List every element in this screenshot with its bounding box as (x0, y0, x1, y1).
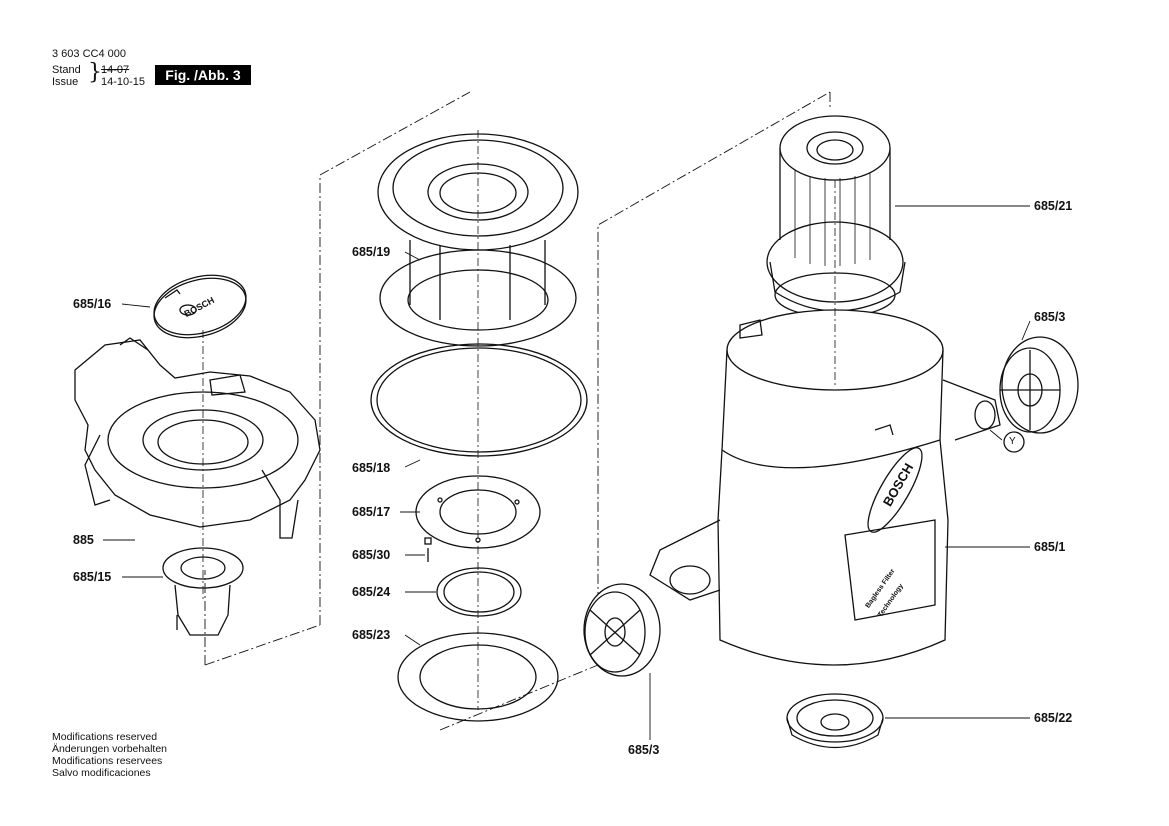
wheel-bottom-part (583, 583, 661, 677)
footer-line: Modifications reservees (52, 755, 163, 767)
assembly-boundary-right (439, 91, 831, 731)
base-cap-part (786, 693, 884, 749)
label-685-23: 685/23 (352, 628, 391, 642)
assembly-boundary-left (204, 91, 471, 666)
brace-glyph: } (88, 60, 102, 85)
label-685-15: 685/15 (73, 570, 112, 584)
footer-line: Salvo modificaciones (52, 767, 151, 779)
label-685-22: 685/22 (1034, 711, 1073, 725)
leader-lines (103, 205, 1031, 740)
label-685-30: 685/30 (352, 548, 391, 562)
axis-lines (202, 130, 836, 710)
label-685-21: 685/21 (1034, 199, 1073, 213)
label-685-3-right: 685/3 (1034, 310, 1066, 324)
stand-date: 14-07 (101, 64, 130, 76)
issue-label: Issue (52, 76, 79, 88)
o-ring-part (370, 343, 588, 457)
label-685-3-bottom: 685/3 (628, 743, 660, 757)
label-685-18: 685/18 (352, 461, 391, 475)
stand-label: Stand (52, 64, 81, 76)
label-685-24: 685/24 (352, 585, 391, 599)
label-685-17: 685/17 (352, 505, 391, 519)
lid-cap-part (153, 274, 247, 339)
part-number: 3 603 CC4 000 (52, 48, 126, 60)
label-685-16: 685/16 (73, 297, 112, 311)
label-685-1: 685/1 (1034, 540, 1066, 554)
label-685-19: 685/19 (352, 245, 391, 259)
wheel-right-part (999, 336, 1079, 434)
modifications-notice: Modifications reserved Änderungen vorbeh… (52, 731, 167, 779)
y-marker-circle (1003, 431, 1025, 453)
top-cover-part (74, 337, 321, 539)
footer-line: Änderungen vorbehalten (52, 743, 168, 755)
main-body-part (649, 309, 1001, 666)
label-885: 885 (73, 533, 94, 547)
issue-date: 14-10-15 (101, 76, 146, 88)
cartridge-filter-part (766, 115, 906, 318)
footer-line: Modifications reserved (52, 731, 158, 743)
seal-ring-part (436, 567, 522, 617)
y-marker-label: Y (1009, 436, 1016, 447)
figure-tag: Fig. /Abb. 3 (155, 65, 251, 85)
screw-part (424, 537, 432, 562)
